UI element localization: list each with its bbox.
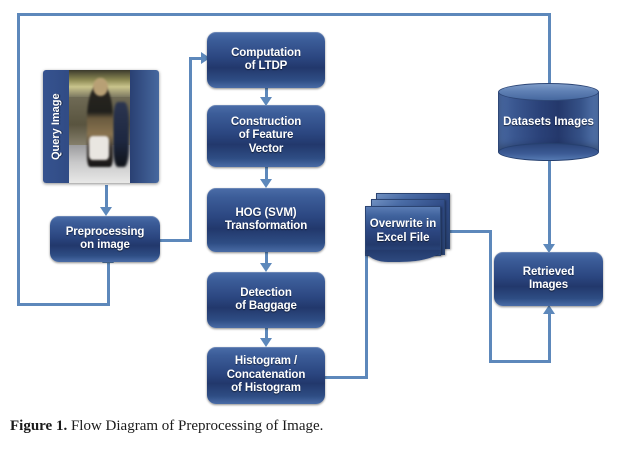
node-detection-of-baggage[interactable]: Detection of Baggage — [207, 272, 325, 328]
connector-excel-bottom — [489, 360, 551, 363]
preprocessing-line2: on image — [80, 239, 130, 251]
ltdp-line1: Computation — [231, 46, 301, 59]
hog-line2: Transformation — [224, 220, 308, 232]
connector-detection-to-histogram — [265, 328, 268, 340]
hog-line1: HOG (SVM) — [235, 206, 297, 219]
feature-line1: Construction — [230, 115, 302, 128]
arrowhead-preprocessing-top — [100, 207, 112, 216]
connector-retrieved-up — [548, 313, 551, 363]
feature-line2: of Feature — [238, 129, 294, 142]
connector-hog-to-detection — [265, 252, 268, 265]
connector-ltdp-to-feature — [265, 88, 268, 99]
connector-preprocessing-up — [189, 57, 192, 242]
histogram-line1: Histogram / — [234, 355, 298, 368]
figure-caption: Figure 1. Flow Diagram of Preprocessing … — [10, 418, 323, 435]
connector-histogram-right — [320, 376, 368, 379]
feature-line3: Vector — [248, 142, 284, 155]
node-overwrite-in-excel-file[interactable]: Overwrite in Excel File — [362, 193, 452, 273]
connector-into-ltdp — [189, 57, 203, 60]
connector-feedback-up — [107, 262, 110, 306]
caption-label: Figure 1. — [10, 418, 68, 434]
detection-line1: Detection — [240, 286, 292, 299]
node-preprocessing-on-image[interactable]: Preprocessing on image — [50, 216, 160, 262]
connector-datasets-down — [548, 13, 551, 87]
arrowhead-into-ltdp — [201, 52, 210, 64]
node-hog-svm-transformation[interactable]: HOG (SVM) Transformation — [207, 188, 325, 252]
connector-top-rail — [17, 13, 551, 16]
excel-line2: in Excel File — [376, 218, 437, 244]
connector-histogram-up-to-excel — [365, 239, 368, 379]
arrowhead-feature-vector — [260, 97, 272, 106]
arrowhead-histogram — [260, 338, 272, 347]
preprocessing-line1: Preprocessing — [65, 225, 145, 238]
arrowhead-hog — [260, 179, 272, 188]
caption-text: Flow Diagram of Preprocessing of Image. — [67, 418, 324, 434]
connector-feedback-bottom — [17, 303, 110, 306]
ltdp-line2: of LTDP — [244, 60, 288, 72]
arrowhead-detection — [260, 263, 272, 272]
excel-line1: Overwrite — [369, 218, 423, 230]
query-image-label: Query Image — [50, 93, 62, 160]
query-image-card: Query Image — [43, 70, 159, 183]
connector-left-rail — [17, 13, 20, 306]
node-datasets-images[interactable]: Datasets Images — [498, 83, 599, 161]
database-cylinder-icon — [498, 92, 599, 152]
node-computation-of-ltdp[interactable]: Computation of LTDP — [207, 32, 325, 88]
connector-excel-right — [447, 230, 492, 233]
arrowhead-retrieved-top — [543, 244, 555, 253]
connector-excel-down — [489, 230, 492, 363]
connector-datasets-to-retrieved — [548, 160, 551, 246]
arrowhead-into-retrieved — [543, 305, 555, 314]
histogram-line3: of Histogram — [231, 382, 301, 395]
histogram-line2: Concatenation — [226, 368, 306, 381]
retrieved-line1: Retrieved — [522, 265, 575, 278]
connector-feature-to-hog — [265, 167, 268, 181]
document-wavy-edge — [366, 250, 440, 262]
detection-line2: of Baggage — [235, 300, 297, 312]
datasets-label: Datasets Images — [498, 115, 599, 129]
datasets-line1: Datasets — [503, 116, 552, 128]
connector-queryimage-to-preprocessing — [105, 185, 108, 209]
datasets-line2: Images — [554, 116, 594, 128]
node-retrieved-images[interactable]: Retrieved Images — [494, 252, 603, 306]
node-construction-of-feature-vector[interactable]: Construction of Feature Vector — [207, 105, 325, 167]
node-histogram-concatenation[interactable]: Histogram / Concatenation of Histogram — [207, 347, 325, 404]
connector-preprocessing-right — [160, 239, 192, 242]
retrieved-line2: Images — [528, 279, 569, 291]
document-stack-front — [365, 206, 441, 262]
photo-thumbnail-icon — [69, 70, 130, 183]
